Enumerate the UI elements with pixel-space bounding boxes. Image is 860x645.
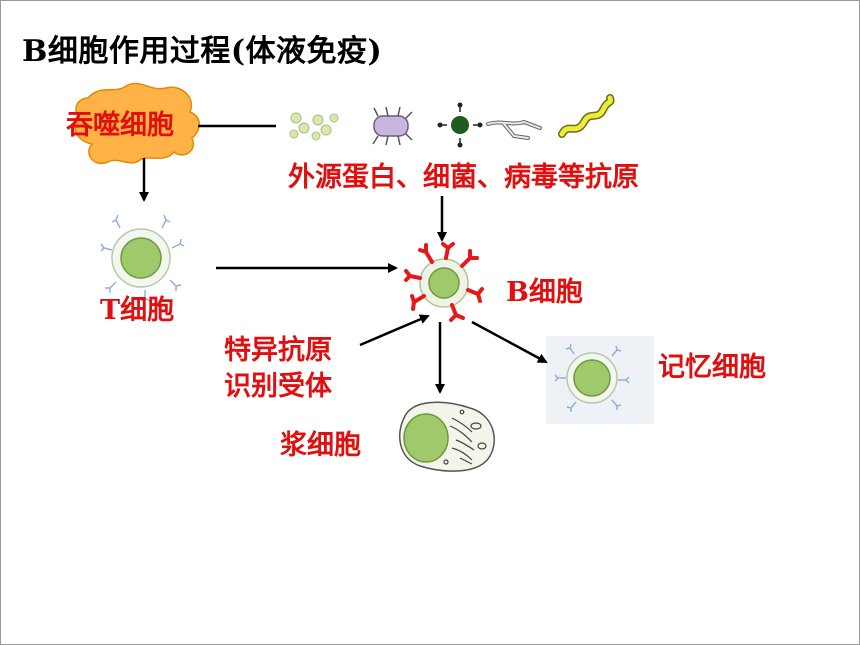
virus-icon	[437, 102, 483, 148]
label-phagocyte: 吞噬细胞	[66, 110, 174, 141]
arrow-b-cell-to-memory	[471, 320, 548, 364]
label-antigens: 外源蛋白、细菌、病毒等抗原	[288, 162, 639, 193]
spiral-bacterium-icon	[558, 94, 615, 138]
bacterium-icon	[372, 106, 413, 146]
label-receptor-line1: 特异抗原	[224, 335, 332, 366]
slide-title: B细胞作用过程(体液免疫)	[22, 34, 383, 69]
label-t-cell: T细胞	[100, 295, 175, 326]
label-plasma-cell: 浆细胞	[280, 430, 361, 461]
t-cell-icon	[100, 214, 185, 302]
label-memory-cell: 记忆细胞	[658, 352, 766, 383]
virus-cluster-icon	[289, 112, 339, 141]
plasma-cell-icon	[398, 401, 495, 472]
filament-icon	[486, 119, 542, 140]
label-receptor-line2: 识别受体	[224, 371, 332, 402]
arrow-receptor-pointer	[359, 314, 430, 347]
label-b-cell: B细胞	[506, 277, 583, 308]
phagocyte-cell-icon	[74, 82, 200, 165]
b-cell-icon	[404, 242, 484, 322]
memory-cell-icon	[554, 343, 630, 412]
